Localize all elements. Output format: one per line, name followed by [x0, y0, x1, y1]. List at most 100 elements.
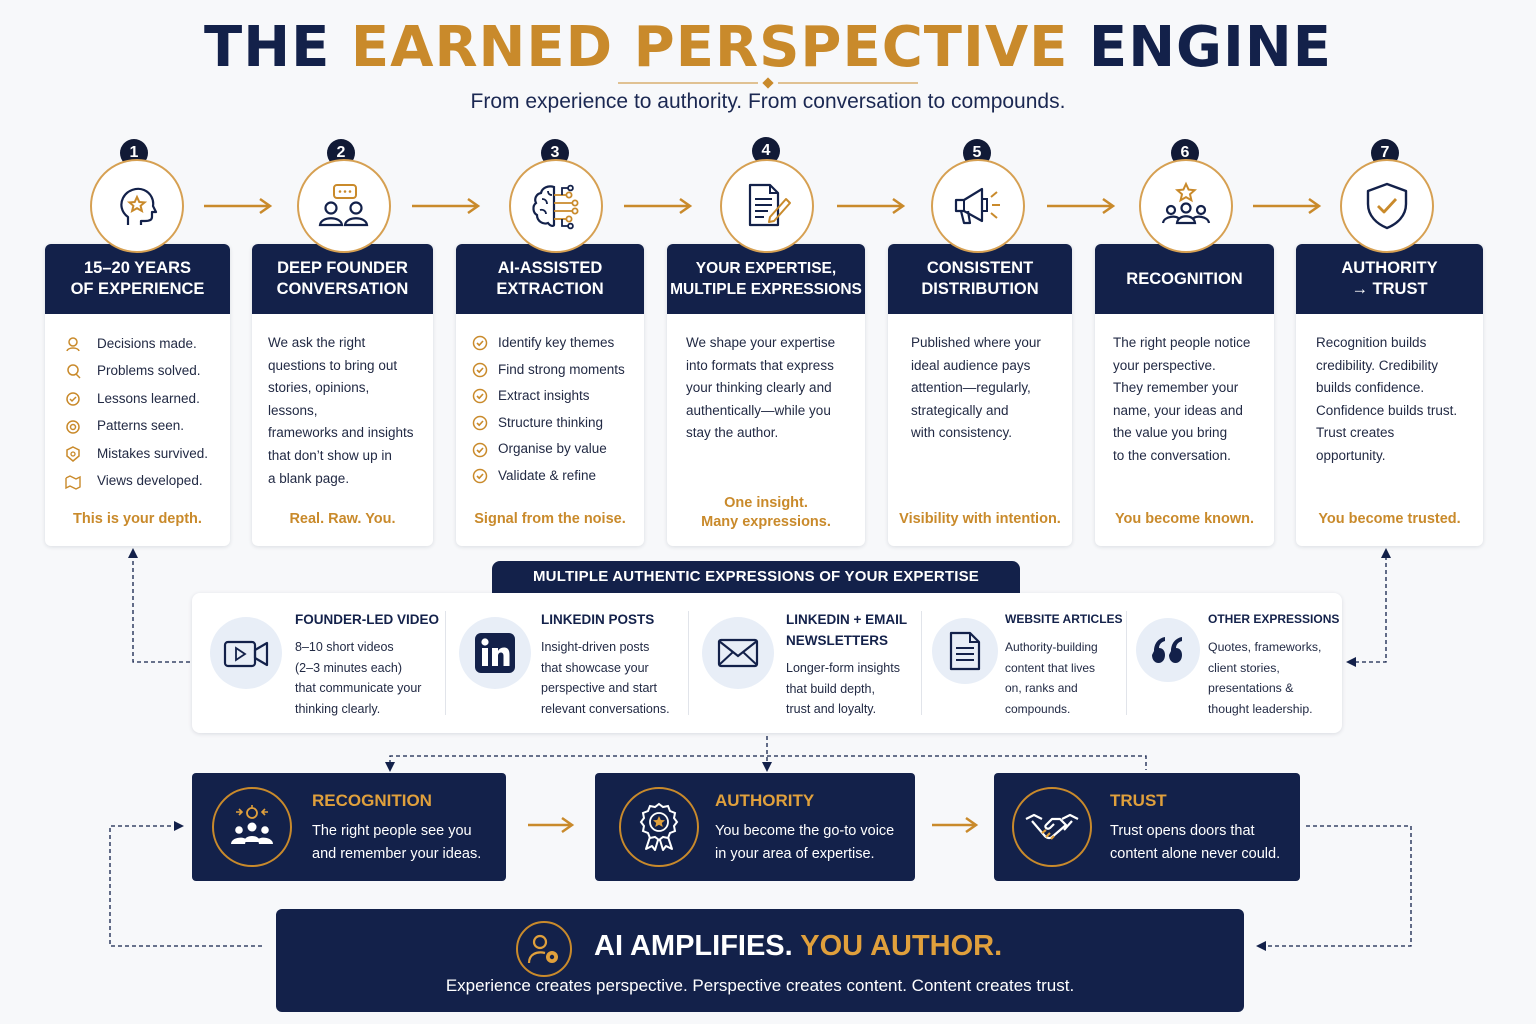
text-line: frameworks and insights: [268, 425, 414, 441]
step-arrow-6: [1253, 197, 1322, 215]
step-4-tagline: One insight.Many expressions.: [701, 495, 831, 530]
step-4-card: YOUR EXPERTISE,MULTIPLE EXPRESSIONS We s…: [667, 244, 865, 546]
person-gear-icon: [527, 934, 558, 964]
text-line: We ask the right: [268, 335, 366, 350]
document-pen-icon: [748, 183, 791, 227]
map-icon: [65, 474, 81, 490]
divider: [1126, 611, 1127, 715]
expression-desc: 8–10 short videos(2–3 minutes each)that …: [295, 640, 422, 716]
step-2-tagline: Real. Raw. You.: [289, 511, 396, 527]
head-star-icon: [120, 187, 158, 225]
audience-target-icon: [231, 805, 273, 844]
step-6-tagline: You become known.: [1114, 511, 1255, 527]
outcome-icon-circle: [212, 787, 292, 867]
footer-icon-circle: [516, 921, 572, 977]
text-line: questions to bring out: [268, 357, 398, 373]
list-item: Problems solved.: [65, 358, 212, 386]
step-5-tagline: Visibility with intention.: [899, 511, 1061, 527]
step-7-title: AUTHORITY→ TRUST: [1296, 244, 1483, 314]
text-line: the value you bring: [1113, 425, 1228, 441]
decision-icon: [66, 337, 80, 352]
text-line: into formats that express: [686, 357, 834, 373]
check-circle-icon: [472, 336, 488, 351]
shield-check-icon: [1366, 182, 1408, 230]
text-line: The right people notice: [1113, 335, 1251, 350]
list-item: Organise by value: [472, 436, 626, 463]
pattern-icon: [66, 419, 80, 434]
title-divider: [618, 77, 918, 89]
article-icon: [949, 631, 981, 671]
step-7-tagline: You become trusted.: [1318, 511, 1461, 527]
divider: [445, 611, 446, 715]
text-line: They remember your: [1113, 380, 1239, 396]
list-item: Patterns seen.: [65, 413, 212, 441]
text-line: your thinking clearly and: [686, 380, 832, 396]
step-7-card: AUTHORITY→ TRUST Recognition builds cred…: [1296, 244, 1483, 546]
check-circle-icon: [472, 415, 488, 431]
expression-icon-circle: [1136, 618, 1200, 682]
text-line: name, your ideas and: [1113, 402, 1243, 418]
step-2-icon-circle: [297, 159, 391, 253]
expression-title: WEBSITE ARTICLES: [1005, 612, 1123, 626]
text-line: that don’t show up in: [268, 447, 392, 463]
page-subtitle: From experience to authority. From conve…: [470, 90, 1066, 113]
outcome-title: TRUST: [1110, 791, 1167, 810]
step-5-icon-circle: [931, 159, 1025, 253]
list-item: Extract insights: [472, 383, 626, 410]
footer-banner: AI AMPLIFIES. YOU AUTHOR. Experience cre…: [276, 909, 1244, 1012]
text-line: opportunity.: [1316, 447, 1386, 463]
people-star-icon: [1161, 181, 1211, 225]
expression-title: FOUNDER-LED VIDEO: [295, 612, 440, 627]
linkedin-icon: [475, 633, 515, 673]
expressions-banner: MULTIPLE AUTHENTIC EXPRESSIONS OF YOUR E…: [492, 561, 1020, 593]
check-circle-icon: [472, 442, 488, 457]
text-line: ideal audience pays: [911, 357, 1031, 373]
outcome-title: AUTHORITY: [715, 791, 815, 810]
check-circle-icon: [472, 389, 488, 404]
quote-icon: [1152, 637, 1182, 663]
step-1-icon-circle: [90, 159, 184, 253]
outcome-icon-circle: [619, 787, 699, 867]
text-line: your perspective.: [1113, 357, 1216, 373]
ai-brain-icon: [532, 184, 579, 230]
step-arrow-5: [1047, 197, 1116, 215]
award-ribbon-icon: [639, 802, 679, 851]
puzzle-icon: [67, 364, 81, 379]
expression-title: LINKEDIN POSTS: [541, 612, 655, 627]
list-item: Views developed.: [65, 468, 212, 496]
list-item: Structure thinking: [472, 410, 626, 437]
step-arrow-3: [624, 197, 693, 215]
expression-icon-circle: [459, 617, 531, 689]
expression-icon-circle: [702, 617, 774, 689]
video-camera-icon: [223, 640, 269, 668]
shield-small-icon: [66, 446, 80, 463]
step-4-icon-circle: [720, 159, 814, 253]
page-title: THE EARNED PERSPECTIVE ENGINE: [204, 15, 1332, 80]
step-4-title: YOUR EXPERTISE,MULTIPLE EXPRESSIONS: [667, 244, 865, 314]
conversation-icon: [318, 184, 369, 227]
expression-desc: Quotes, frameworks,client stories,presen…: [1208, 640, 1322, 716]
text-line: stay the author.: [686, 425, 779, 441]
expression-icon-circle: [932, 618, 998, 684]
handshake-icon: [1025, 813, 1079, 840]
step-6-title: RECOGNITION: [1095, 244, 1274, 314]
expression-title: OTHER EXPRESSIONS: [1208, 612, 1340, 626]
list-item: Lessons learned.: [65, 385, 212, 413]
list-item: Decisions made.: [65, 330, 212, 358]
step-6-card: RECOGNITION The right people notice your…: [1095, 244, 1274, 546]
text-line: credibility. Credibility: [1316, 357, 1439, 373]
outcome-title: RECOGNITION: [312, 791, 432, 810]
envelope-icon: [717, 638, 759, 668]
footer-tagline: Experience creates perspective. Perspect…: [445, 976, 1075, 995]
divider: [688, 611, 689, 715]
